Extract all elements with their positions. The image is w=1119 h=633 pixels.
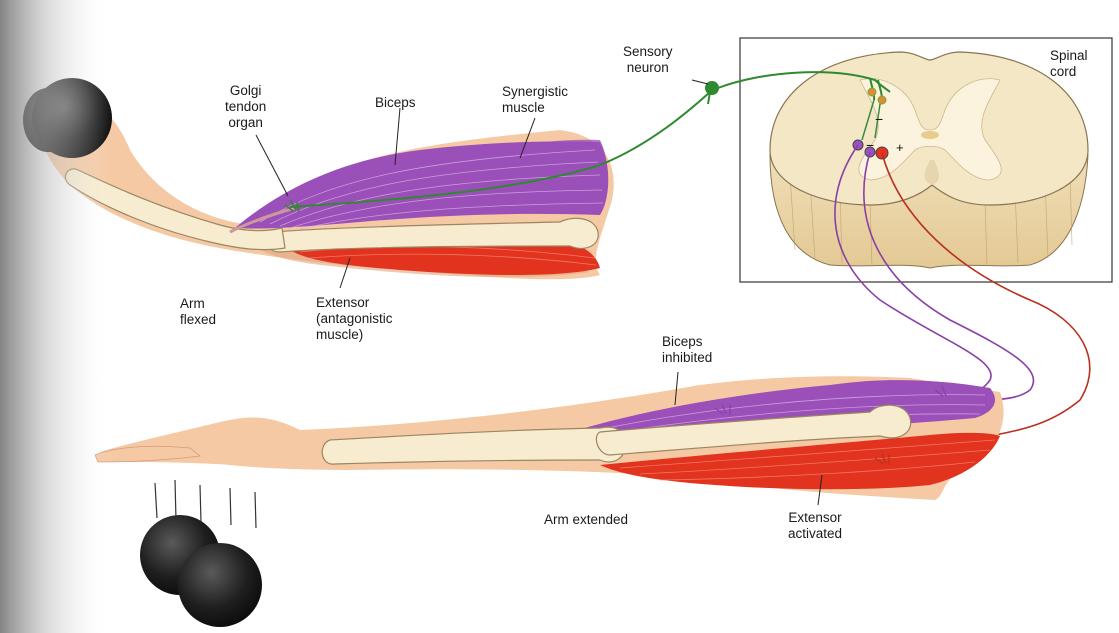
synapse-minus-lower: −	[866, 137, 874, 153]
golgi-tendon-organ-label: Golgi tendon organ	[225, 83, 266, 131]
sensory-neuron-label: Sensory neuron	[623, 44, 673, 76]
extensor-antagonistic-label: Extensor (antagonistic muscle)	[316, 295, 393, 343]
arm-flexed-label: Arm flexed	[180, 296, 216, 328]
synapse-minus-upper: −	[875, 111, 883, 127]
synergistic-muscle-label: Synergistic muscle	[502, 84, 568, 116]
synapse-plus: +	[896, 140, 904, 155]
biceps-inhibited-label: Biceps inhibited	[662, 334, 712, 366]
extensor-activated-label: Extensor activated	[788, 510, 842, 542]
spinal-cord-label: Spinal cord	[1050, 48, 1088, 80]
biceps-label: Biceps	[375, 95, 416, 111]
arm-extended-label: Arm extended	[544, 512, 628, 528]
